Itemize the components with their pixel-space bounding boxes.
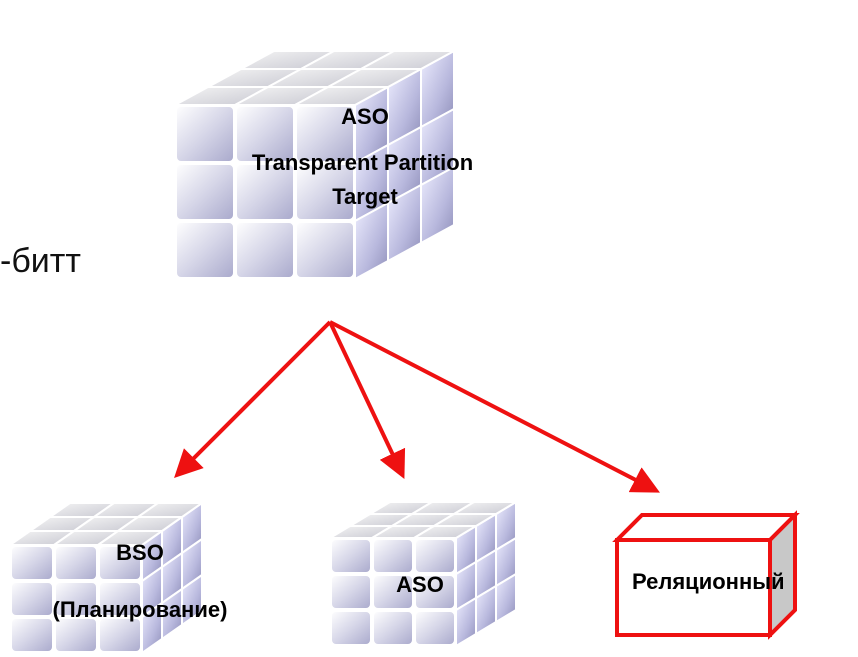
cube-block-front — [10, 617, 54, 653]
top-cube — [174, 49, 455, 281]
cube-block-front — [98, 617, 142, 653]
side-text-fragment: -битт — [0, 242, 81, 280]
cube-block-front — [98, 545, 142, 581]
arrow-to-aso — [328, 321, 406, 480]
cube-block-front — [235, 163, 295, 221]
cube-block-front — [10, 581, 54, 617]
cube-block-top — [360, 50, 455, 70]
cube-block-front — [175, 221, 235, 279]
cube-block-top — [450, 501, 520, 515]
cube-block-front — [54, 581, 98, 617]
aso-cube — [326, 500, 520, 648]
cube-block-front — [235, 221, 295, 279]
relational-box-front — [615, 538, 772, 637]
relational-title: Реляционный — [632, 569, 785, 594]
top-cube-line2: Target — [332, 184, 398, 209]
cube-block-side — [495, 572, 517, 624]
arrow-to-bso — [174, 320, 332, 478]
cube-block-front — [372, 538, 414, 574]
top-cube-title: ASO — [341, 104, 389, 129]
cube-block-front — [235, 105, 295, 163]
arrows — [174, 320, 660, 493]
cube-block-front — [414, 538, 456, 574]
cube-block-front — [175, 105, 235, 163]
bso-subtitle: (Планирование) — [52, 597, 228, 622]
relational-box-top — [612, 513, 800, 542]
relational-box — [612, 510, 800, 640]
cube-block-front — [414, 610, 456, 646]
cube-block-front — [295, 105, 355, 163]
cube-block-front — [98, 581, 142, 617]
cube-block-front — [372, 574, 414, 610]
cube-block-front — [295, 221, 355, 279]
cube-block-front — [54, 545, 98, 581]
cube-block-front — [54, 617, 98, 653]
cube-block-front — [414, 574, 456, 610]
cube-block-front — [330, 538, 372, 574]
bso-title: BSO — [116, 540, 164, 565]
arrow-to-relational — [329, 320, 660, 493]
cube-block-top — [134, 502, 206, 518]
cube-block-side — [181, 573, 203, 627]
cube-block-front — [330, 610, 372, 646]
aso-title: ASO — [396, 572, 444, 597]
cube-block-side — [420, 165, 455, 245]
cube-block-front — [295, 163, 355, 221]
cube-block-front — [330, 574, 372, 610]
cube-block-front — [175, 163, 235, 221]
top-cube-line1: Transparent Partition — [251, 150, 474, 175]
bso-cube — [6, 501, 206, 655]
cube-block-front — [372, 610, 414, 646]
cube-block-front — [10, 545, 54, 581]
